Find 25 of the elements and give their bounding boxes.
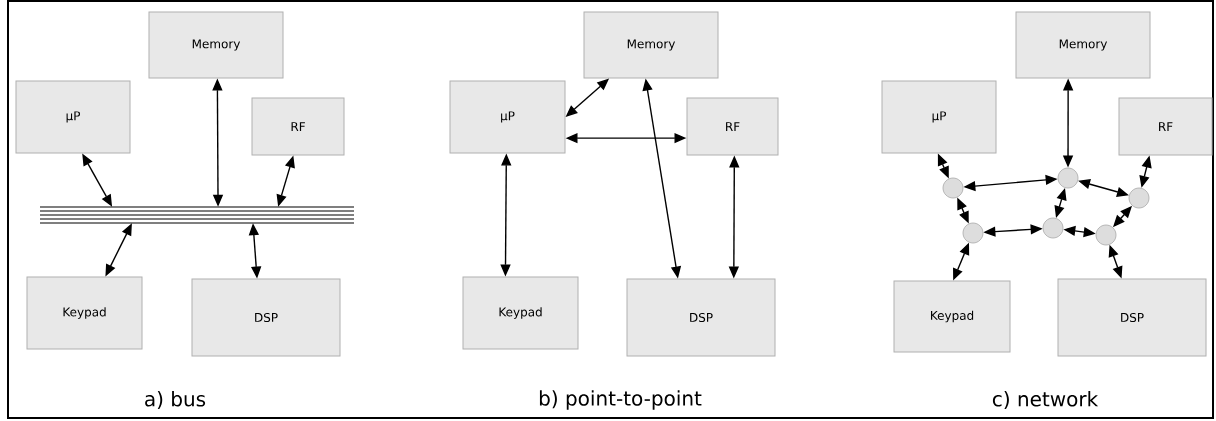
component-box: µP [881,80,997,154]
component-box: µP [15,80,131,154]
router-circle [1057,167,1079,189]
component-box: Memory [583,11,719,79]
component-box: Keypad [26,276,143,350]
component-box: RF [686,97,779,156]
component-box: Keypad [462,276,579,350]
component-box: RF [251,97,345,156]
router-circle [1095,224,1117,246]
component-box: DSP [191,278,341,357]
router-circle [1128,187,1150,209]
router-circle [942,177,964,199]
component-box: Memory [148,11,284,79]
component-box: Memory [1015,11,1151,79]
component-box: µP [449,80,566,154]
component-box: DSP [626,278,776,357]
router-circle [1042,217,1064,239]
component-box: Keypad [893,280,1011,353]
component-box: DSP [1057,278,1207,357]
caption: c) network [992,391,1099,409]
bus-lines [39,206,355,224]
router-circle [962,222,984,244]
caption: b) point-to-point [539,390,702,410]
caption: a) bus [145,391,206,409]
component-box: RF [1118,97,1213,156]
